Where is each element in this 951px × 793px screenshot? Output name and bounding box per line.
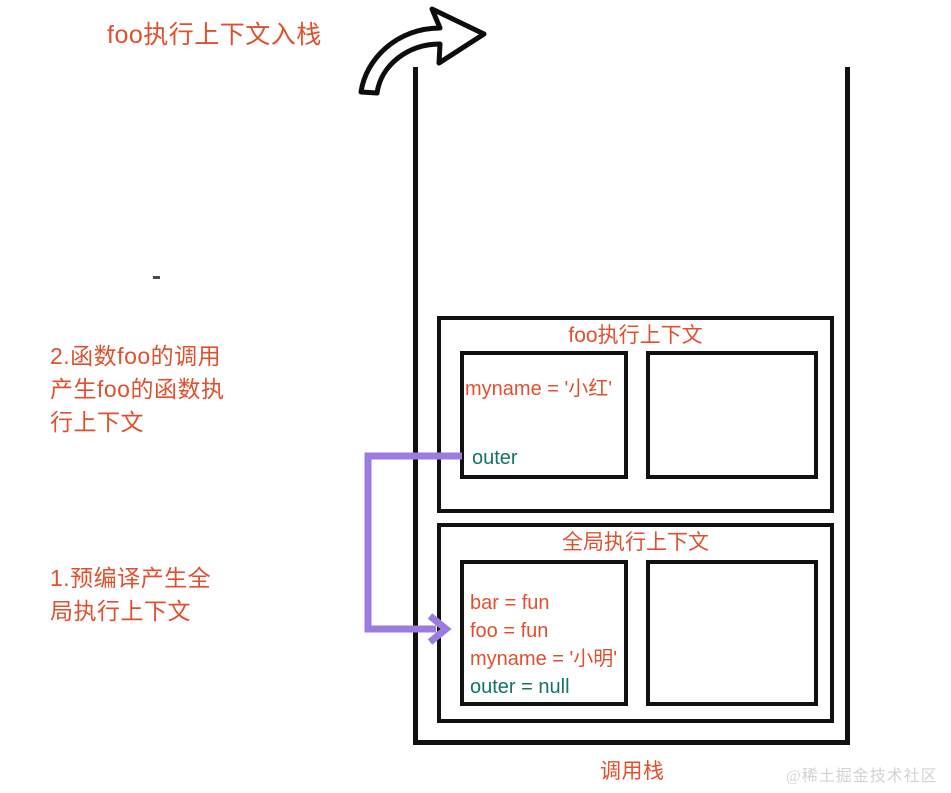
global-variable-object-pane: bar = fun foo = fun myname = '小明' outer … (460, 560, 628, 706)
call-stack-container (413, 67, 850, 745)
call-stack-caption: 调用栈 (600, 760, 665, 783)
note-global-context-created: 1.预编译产生全 局执行上下文 (50, 565, 212, 624)
diagram-title: foo执行上下文入栈 (107, 21, 322, 49)
global-var-bar: bar = fun (470, 592, 550, 614)
foo-outer-label: outer (472, 447, 518, 469)
watermark-text: @稀土掘金技术社区 (786, 768, 938, 785)
global-var-outer: outer = null (470, 676, 570, 698)
global-var-myname: myname = '小明' (470, 648, 618, 670)
curved-arrow-icon (358, 6, 487, 96)
foo-scope-chain-pane (646, 351, 818, 479)
global-execution-context-title: 全局执行上下文 (562, 531, 709, 554)
foo-var-myname: myname = '小红' (465, 378, 613, 400)
stray-mark (153, 276, 160, 279)
global-var-foo: foo = fun (470, 620, 549, 642)
foo-execution-context-frame: foo执行上下文 myname = '小红' outer (437, 316, 834, 513)
global-execution-context-frame: 全局执行上下文 bar = fun foo = fun myname = '小明… (437, 523, 834, 723)
foo-variable-object-pane: myname = '小红' outer (460, 351, 628, 479)
foo-variable-list: myname = '小红' (465, 375, 624, 403)
global-scope-chain-pane (646, 560, 818, 706)
foo-execution-context-title: foo执行上下文 (568, 324, 703, 347)
note-foo-context-created: 2.函数foo的调用 产生foo的函数执 行上下文 (50, 343, 225, 435)
global-variable-list: bar = fun foo = fun myname = '小明' outer … (470, 589, 624, 701)
purple-pointer-arrow-icon (364, 452, 462, 645)
